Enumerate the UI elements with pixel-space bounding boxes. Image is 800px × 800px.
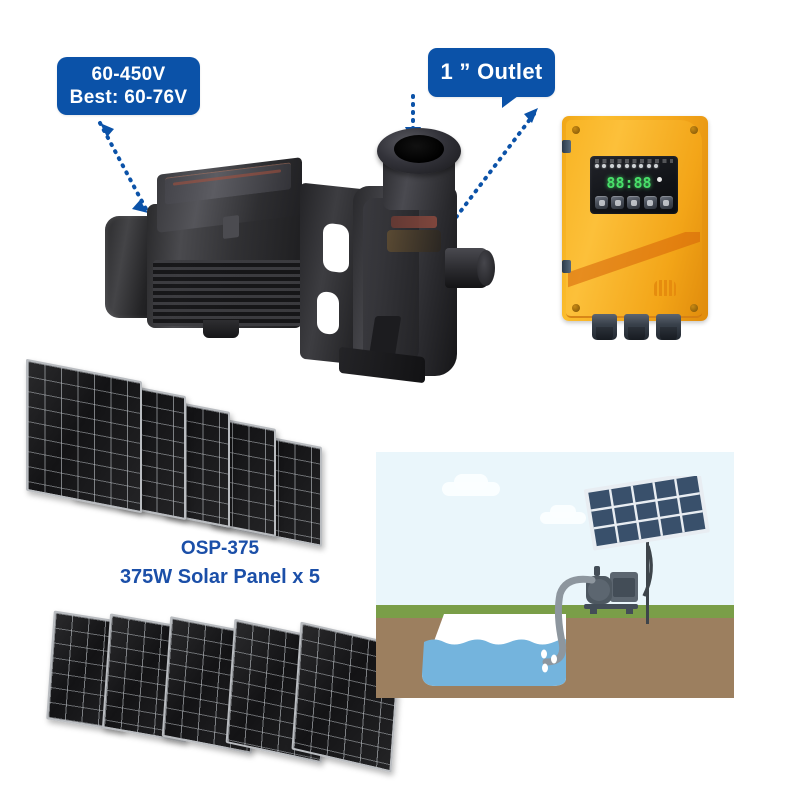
status-led [654,164,659,168]
status-led [602,164,607,168]
controller-screw-bottom-left [572,304,580,312]
pump-junction-box-latch [223,215,239,239]
pump-bracket-opening-lower [317,290,339,336]
solar-panel-model: OSP-375 [180,538,260,559]
voltage-range-line1: 60-450V [91,63,166,85]
cable-gland-2 [624,314,649,340]
pump-outlet-end [477,250,495,286]
status-led [624,164,629,168]
status-led [617,164,622,168]
solar-panel-description: 375W Solar Panel x 5 [119,565,321,588]
status-led [595,164,599,168]
solar-panel-stack-lower [44,604,401,773]
outlet-size-callout: 1 ” Outlet [428,48,555,108]
controller-screw-top-left [572,126,580,134]
surface-pump-image [95,120,495,385]
controller-key-up[interactable] [611,196,625,209]
controller-hinge-bottom [562,260,571,273]
controller-brand-logo [654,280,676,296]
controller-keypad [595,196,673,209]
controller-screw-top-right [690,126,698,134]
controller-key-oncoff[interactable] [659,196,673,209]
voltage-range-callout: 60-450V Best: 60-76V [57,57,200,115]
status-led [639,164,644,168]
controller-display-panel: 88:88 [590,156,678,214]
pump-controller-image: 88:88 [556,112,716,340]
scene-water-drops [541,649,557,673]
status-led [646,164,651,168]
run-indicator-led [657,177,662,182]
solar-panel-caption: OSP-375 375W Solar Panel x 5 [20,536,420,591]
cable-gland-1 [592,314,617,340]
scene-solar-panel [583,476,710,624]
status-indicator-row [595,164,673,168]
arrow-voltage-to-motor [98,121,148,213]
pump-motor-cooling-fins [153,260,303,326]
solar-pumping-illustration [376,452,734,698]
scene-discharge-hose [542,575,596,666]
scene-cloud-1b [454,474,488,490]
controller-hinge-top [562,140,571,153]
controller-key-switch[interactable] [643,196,657,209]
outlet-size-label: 1 ” Outlet [440,59,543,85]
controller-key-set[interactable] [595,196,608,209]
controller-key-down[interactable] [627,196,641,209]
scene-pump [584,566,638,614]
voltage-best-line2: Best: 60-76V [69,87,188,108]
status-led [609,164,614,168]
pump-bracket-opening [323,222,349,274]
controller-accent-stripe [568,232,700,316]
scene-cloud-2b [550,505,576,518]
controller-screw-bottom-right [690,304,698,312]
solar-panel-stack-upper [24,358,324,547]
callout-tail [502,96,518,108]
status-led [631,164,636,168]
controller-lcd-readout: 88:88 [606,174,652,192]
indicator-label-row [595,159,673,163]
pump-inlet-bore [394,135,444,163]
scene-water-cistern [422,614,566,686]
pump-inlet-plate [387,230,441,252]
pump-inlet-gasket [391,216,437,228]
pump-motor-foot [203,320,239,338]
solar-panel-1 [26,358,142,514]
cable-gland-3 [656,314,681,340]
